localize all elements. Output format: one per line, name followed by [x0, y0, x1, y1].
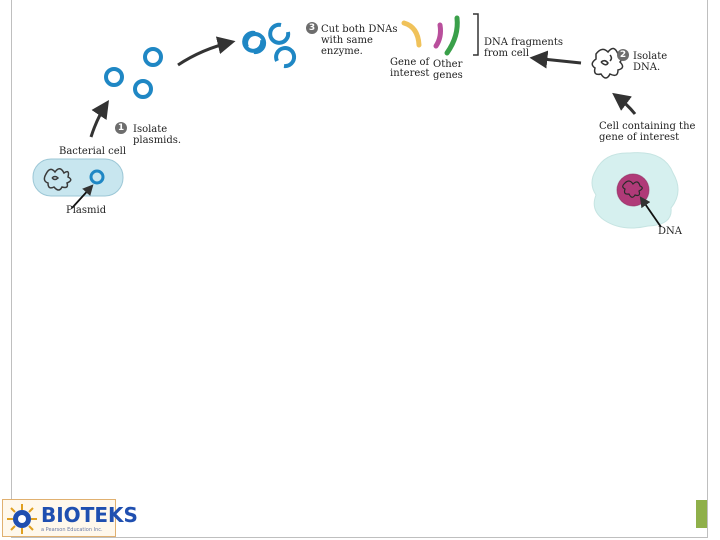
- dna-label: DNA: [658, 226, 682, 237]
- nuclear-dna: [622, 180, 643, 198]
- gene-of-interest-fragment: [401, 20, 422, 48]
- cell-containing-label: Cell containing the gene of interest: [599, 121, 696, 143]
- plasmid-pointer: [71, 184, 94, 209]
- purple-fragment: [433, 22, 443, 49]
- other-genes-label: Other genes: [433, 59, 463, 81]
- bacterial-cell-label: Bacterial cell: [59, 146, 127, 157]
- arrow-to-cut: [177, 36, 236, 67]
- pointer-lines: [71, 184, 662, 228]
- dna-fragments: [401, 15, 460, 56]
- sun-gear-logo-icon: [7, 504, 37, 534]
- step-2-badge: 2: [617, 49, 629, 61]
- gene-of-interest-label: Gene of interest: [390, 57, 430, 79]
- logo-text: BIOTEKS: [41, 503, 138, 527]
- logo-subtext: a Pearson Education Inc.: [41, 527, 103, 533]
- step-3-text: Cut both DNAs with same enzyme.: [321, 24, 398, 57]
- isolated-dna-coil: [591, 47, 624, 79]
- arrow-to-isolated-dna: [612, 92, 637, 115]
- fragments-bracket: [473, 13, 479, 56]
- process-arrows: [89, 36, 637, 138]
- dna-fragments-label: DNA fragments from cell: [484, 37, 564, 59]
- accent-bar: [696, 500, 707, 528]
- dna-pointer: [639, 196, 662, 228]
- isolated-plasmids: [104, 47, 163, 99]
- eukaryotic-cell: [591, 152, 679, 229]
- step-3-badge: 3: [306, 22, 318, 34]
- bacterial-chromosome: [43, 168, 72, 191]
- plasmid-label: Plasmid: [66, 205, 107, 216]
- step-1-text: Isolate plasmids.: [133, 124, 182, 146]
- bioteks-logo: BIOTEKS a Pearson Education Inc.: [2, 499, 138, 537]
- step-1-badge: 1: [115, 122, 127, 134]
- step-2-text: Isolate DNA.: [633, 51, 668, 73]
- arrow-to-plasmids: [89, 100, 109, 138]
- bacterial-cell: [32, 158, 124, 197]
- green-fragment: [444, 15, 460, 56]
- slide-frame: [11, 0, 708, 538]
- cut-plasmids: [242, 22, 297, 69]
- arrow-to-fragments: [529, 50, 582, 69]
- plasmid-in-cell: [89, 169, 105, 185]
